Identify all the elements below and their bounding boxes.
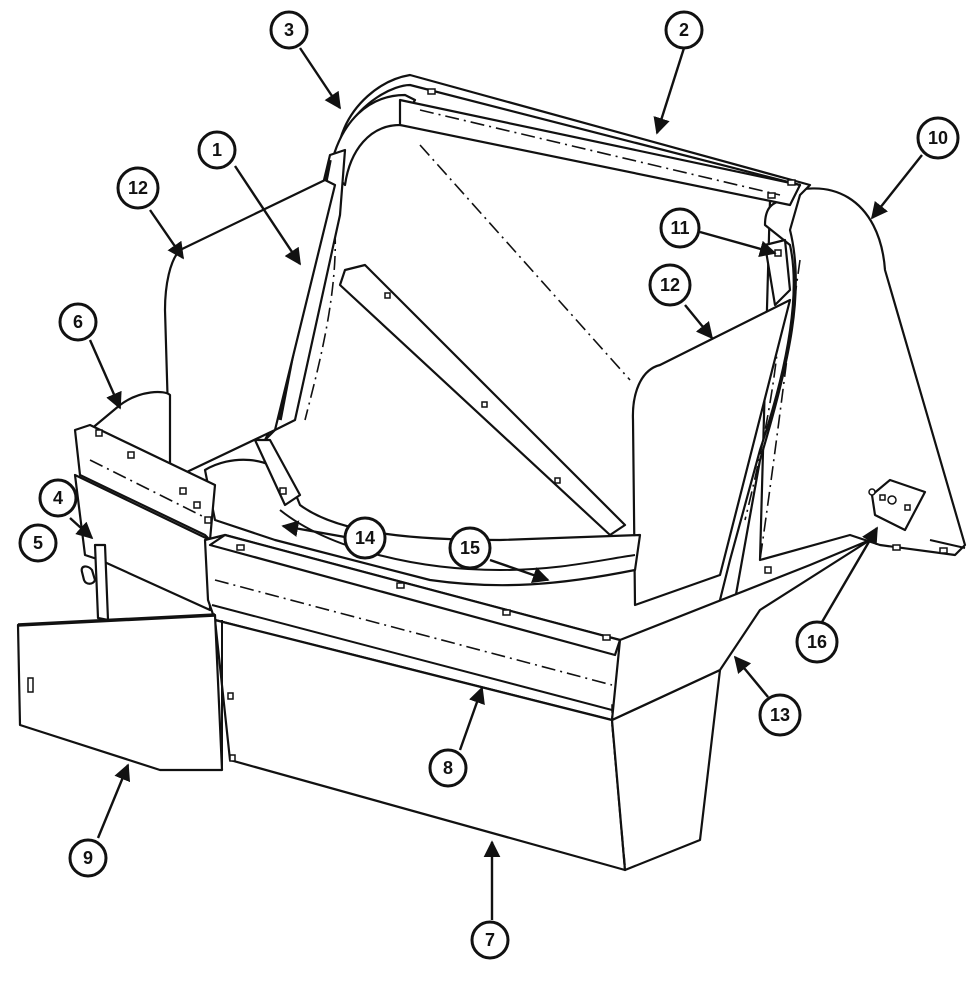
leader-1 xyxy=(233,165,302,266)
callout-10: 10 xyxy=(916,116,960,160)
callout-1: 1 xyxy=(197,130,237,170)
left-post xyxy=(93,543,110,622)
callout-3: 3 xyxy=(269,10,309,50)
svg-text:12: 12 xyxy=(128,178,148,198)
callout-12-left: 12 xyxy=(116,166,160,210)
svg-text:6: 6 xyxy=(73,312,83,332)
right-side-panel xyxy=(631,298,792,607)
svg-text:9: 9 xyxy=(83,848,93,868)
callout-13: 13 xyxy=(758,693,802,737)
bracket-plate-16 xyxy=(868,478,927,532)
callout-5: 5 xyxy=(18,523,58,563)
left-door-panel xyxy=(16,613,224,772)
svg-text:15: 15 xyxy=(460,538,480,558)
callout-4: 4 xyxy=(38,478,78,518)
callout-16: 16 xyxy=(795,620,839,664)
front-lower-body xyxy=(213,538,872,872)
svg-text:14: 14 xyxy=(355,528,375,548)
floor-trough xyxy=(203,438,642,587)
svg-text:7: 7 xyxy=(485,930,495,950)
svg-text:12: 12 xyxy=(660,275,680,295)
diagonal-brace xyxy=(338,144,631,537)
callout-9: 9 xyxy=(68,838,108,878)
callout-7: 7 xyxy=(470,920,510,960)
callout-14: 14 xyxy=(343,516,387,560)
callout-6: 6 xyxy=(58,302,98,342)
callout-11: 11 xyxy=(659,207,701,249)
svg-text:4: 4 xyxy=(53,488,63,508)
leader-9 xyxy=(96,763,131,839)
callout-8: 8 xyxy=(428,748,468,788)
leader-12a xyxy=(149,209,184,260)
svg-text:8: 8 xyxy=(443,758,453,778)
callout-2: 2 xyxy=(664,10,704,50)
leader-lines xyxy=(69,47,923,920)
svg-text:10: 10 xyxy=(928,128,948,148)
callout-15: 15 xyxy=(448,526,492,570)
leader-4 xyxy=(69,517,94,540)
leader-3 xyxy=(299,47,341,110)
leader-2 xyxy=(653,47,686,135)
leader-6 xyxy=(88,339,122,410)
svg-text:1: 1 xyxy=(212,140,222,160)
knob-5 xyxy=(80,565,97,585)
leader-11 xyxy=(699,230,777,258)
leader-13 xyxy=(733,655,769,698)
svg-text:16: 16 xyxy=(807,632,827,652)
svg-text:2: 2 xyxy=(679,20,689,40)
leader-14 xyxy=(281,520,346,539)
svg-text:5: 5 xyxy=(33,533,43,553)
leader-8 xyxy=(458,686,485,751)
svg-text:3: 3 xyxy=(284,20,294,40)
svg-text:13: 13 xyxy=(770,705,790,725)
leader-15 xyxy=(489,558,550,584)
svg-text:11: 11 xyxy=(670,218,689,238)
leader-16 xyxy=(820,526,879,623)
callout-12-right: 12 xyxy=(648,263,692,307)
leader-12b xyxy=(684,304,714,340)
leader-10 xyxy=(870,154,923,220)
